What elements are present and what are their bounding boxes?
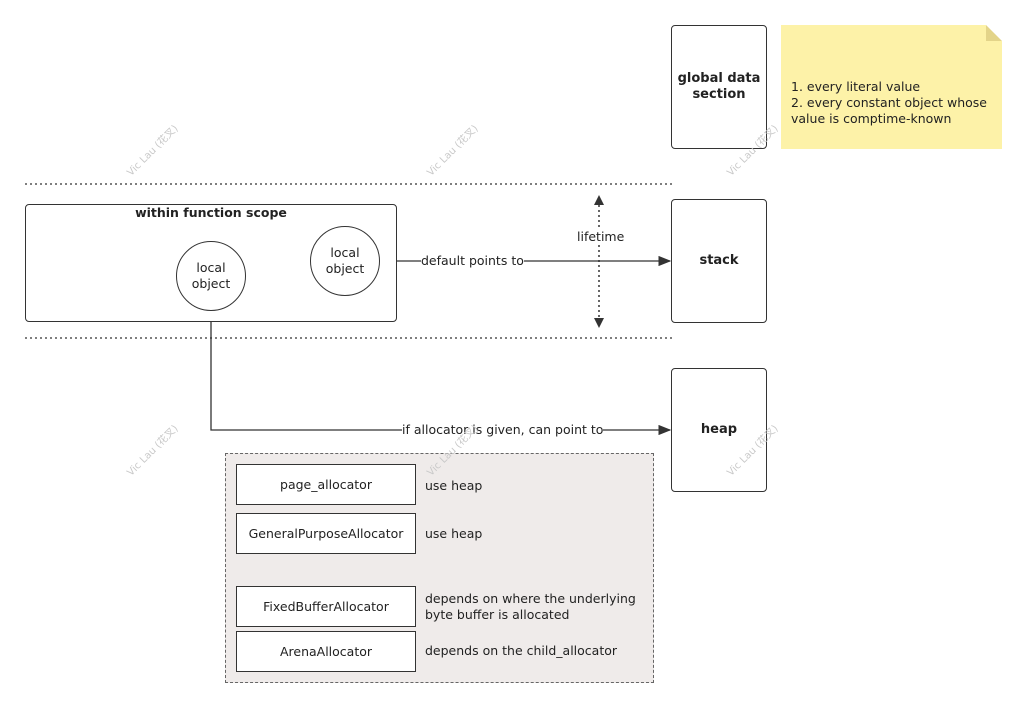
default-points-to-label: default points to xyxy=(421,253,524,268)
lifetime-arrow-head-up xyxy=(594,195,604,205)
allocator-name: page_allocator xyxy=(280,477,372,492)
sticky-note-fold-corner xyxy=(986,25,1002,41)
allocator-box-page: page_allocator xyxy=(236,464,416,505)
allocator-description: depends on the child_allocator xyxy=(425,643,618,658)
stack-box: stack xyxy=(671,199,767,323)
allocator-given-label: if allocator is given, can point to xyxy=(402,422,604,437)
local-object-left: local object xyxy=(176,241,246,311)
global-data-section-box: global data section xyxy=(671,25,767,149)
sticky-note: 1. every literal value 2. every constant… xyxy=(781,25,1002,149)
lifetime-label: lifetime xyxy=(575,229,627,244)
allocator-box-general-purpose: GeneralPurposeAllocator xyxy=(236,513,416,554)
local-object-left-label: local object xyxy=(191,260,231,291)
allocator-arrow xyxy=(210,312,672,436)
allocator-name: GeneralPurposeAllocator xyxy=(248,526,404,541)
allocator-box-arena: ArenaAllocator xyxy=(236,631,416,672)
heap-label: heap xyxy=(700,422,738,437)
allocator-box-fixed-buffer: FixedBufferAllocator xyxy=(236,586,416,627)
global-data-section-label: global data section xyxy=(677,71,761,102)
allocator-description: use heap xyxy=(425,478,483,493)
heap-box: heap xyxy=(671,368,767,492)
function-scope-title: within function scope xyxy=(135,205,287,220)
local-object-right: local object xyxy=(310,226,380,296)
lifetime-arrow-head-down xyxy=(594,318,604,328)
sticky-note-text: 1. every literal value 2. every constant… xyxy=(791,79,987,126)
allocator-name: FixedBufferAllocator xyxy=(263,599,389,614)
allocator-description: use heap xyxy=(425,526,483,541)
allocator-name: ArenaAllocator xyxy=(279,644,373,659)
stack-label: stack xyxy=(699,253,739,268)
allocator-description: depends on where the underlying byte buf… xyxy=(425,591,636,622)
local-object-right-label: local object xyxy=(325,245,365,276)
